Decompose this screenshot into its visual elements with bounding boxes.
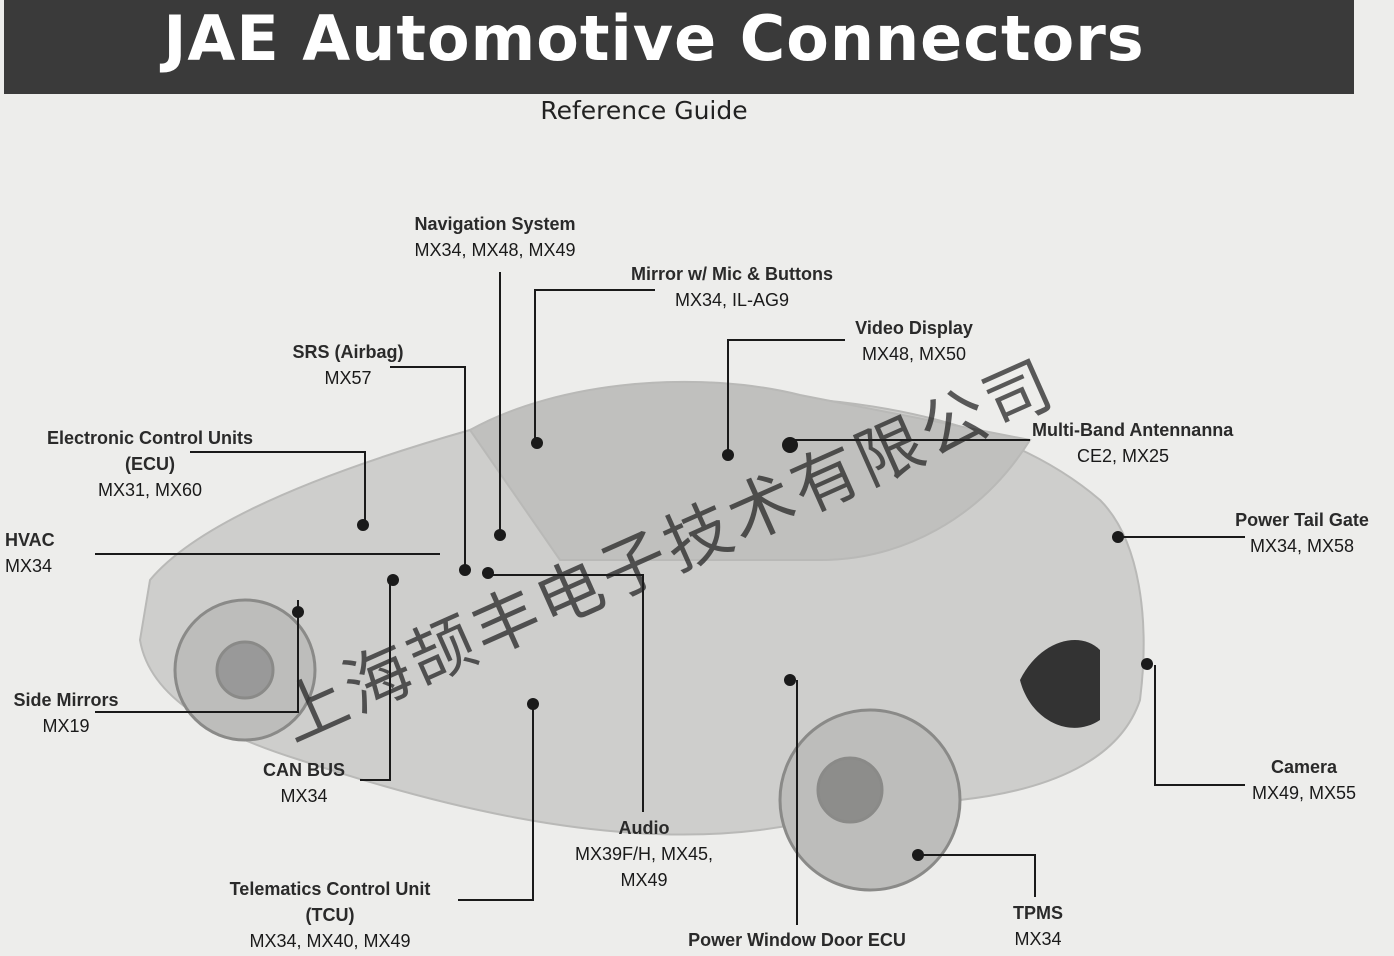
callout-srs: SRS (Airbag) MX57 bbox=[292, 339, 403, 391]
callout-name-2: (TCU) bbox=[305, 905, 355, 925]
callout-tcu: Telematics Control Unit (TCU) MX34, MX40, … bbox=[230, 876, 431, 954]
callout-parts: MX48, MX50 bbox=[861, 344, 967, 364]
wheels bbox=[173, 598, 962, 892]
callout-parts: MX19 bbox=[42, 716, 90, 736]
callout-name: Power Tail Gate bbox=[1235, 510, 1369, 530]
callout-parts: MX34 bbox=[5, 556, 53, 576]
callout-name: Side Mirrors bbox=[13, 690, 119, 710]
callout-name: Telematics Control Unit bbox=[229, 879, 431, 899]
callout-parts: MX39F/H, MX45, bbox=[574, 844, 714, 864]
callout-hvac: HVAC MX34 bbox=[5, 527, 55, 579]
callout-parts: MX34, MX40, MX49 bbox=[249, 931, 411, 951]
callout-parts: MX34, IL-AG9 bbox=[674, 290, 790, 310]
callout-parts: MX57 bbox=[324, 368, 372, 388]
callout-parts: MX34 bbox=[1014, 929, 1062, 949]
callout-name: Electronic Control Units bbox=[46, 428, 254, 448]
callout-parts-2: MX49 bbox=[620, 870, 668, 890]
callout-name-2: (ECU) bbox=[124, 454, 175, 474]
callout-name: Multi-Band Antennanna bbox=[1032, 420, 1234, 440]
callout-name: Power Window Door ECU bbox=[688, 930, 906, 950]
callout-power-window: Power Window Door ECU bbox=[688, 927, 906, 953]
callout-parts: MX49, MX55 bbox=[1251, 783, 1357, 803]
callout-can-bus: CAN BUS MX34 bbox=[263, 757, 345, 809]
callout-name: TPMS bbox=[1012, 903, 1064, 923]
callout-parts: MX34 bbox=[280, 786, 328, 806]
callout-name: Audio bbox=[618, 818, 670, 838]
title-banner: JAE Automotive Connectors bbox=[4, 0, 1354, 94]
callout-name: Camera bbox=[1270, 757, 1338, 777]
leader-lines bbox=[95, 272, 1245, 925]
page-subtitle: Reference Guide bbox=[540, 96, 748, 125]
callout-parts: MX34, MX58 bbox=[1249, 536, 1355, 556]
callout-parts: CE2, MX25 bbox=[1077, 446, 1170, 466]
callout-name: Mirror w/ Mic & Buttons bbox=[631, 264, 833, 284]
connector-dots bbox=[292, 437, 1153, 861]
callout-parts: MX31, MX60 bbox=[97, 480, 203, 500]
callout-name: Video Display bbox=[855, 318, 973, 338]
page-title: JAE Automotive Connectors bbox=[163, 2, 1145, 75]
callout-name: HVAC bbox=[5, 530, 55, 550]
callout-name: CAN BUS bbox=[262, 760, 346, 780]
callout-name: Navigation System bbox=[414, 214, 576, 234]
tail-light bbox=[1020, 640, 1100, 728]
callout-parts: MX34, MX48, MX49 bbox=[414, 240, 576, 260]
callout-tpms: TPMS MX34 bbox=[1013, 900, 1063, 952]
callout-name: SRS (Airbag) bbox=[292, 342, 404, 362]
callout-ecu: Electronic Control Units (ECU) MX31, MX60 bbox=[47, 425, 253, 503]
